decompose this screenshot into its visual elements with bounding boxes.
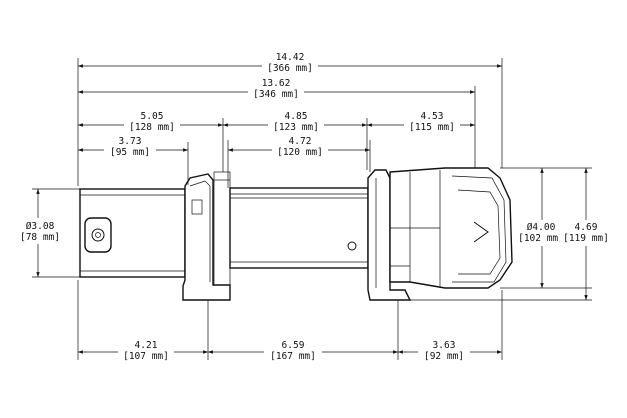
overall-length-mm: [366 mm] [267, 63, 313, 74]
motor-terminal [84, 217, 112, 253]
drum-section-inch: 4.85 [285, 111, 308, 122]
motor-end-length-mm: [346 mm] [253, 89, 299, 100]
motor-length-mm: [95 mm] [110, 147, 150, 158]
gearbox-section-mm: [115 mm] [409, 122, 455, 133]
left-flange [182, 173, 231, 301]
base-center-inch: 6.59 [282, 340, 305, 351]
drum-section-mm: [123 mm] [273, 122, 319, 133]
motor-diameter-inch: Ø3.08 [26, 221, 55, 232]
drum-length-inch: 4.72 [289, 136, 312, 147]
drum-length-mm: [120 mm] [277, 147, 323, 158]
overall-length-inch: 14.42 [276, 52, 305, 63]
base-right-mm: [92 mm] [424, 351, 464, 362]
gearbox-housing [389, 167, 513, 289]
drum-bolt-icon [347, 241, 357, 251]
gearbox-section-inch: 4.53 [421, 111, 444, 122]
base-center-mm: [167 mm] [270, 351, 316, 362]
clutch-lever [473, 221, 489, 243]
motor-diameter-mm: [78 mm] [20, 232, 60, 243]
motor-end-length-inch: 13.62 [262, 78, 291, 89]
left-drum-support [213, 171, 231, 286]
winch-outline [79, 167, 513, 301]
base-left-mm: [107 mm] [123, 351, 169, 362]
motor-to-drum-mm: [128 mm] [129, 122, 175, 133]
gearbox-diameter-mm: [102 mm] [518, 233, 564, 244]
right-flange [367, 169, 412, 301]
overall-height-mm: [119 mm] [563, 233, 609, 244]
motor-to-drum-inch: 5.05 [141, 111, 164, 122]
terminal-bolt-icon [91, 228, 105, 242]
cable-drum [229, 187, 369, 269]
base-left-inch: 4.21 [135, 340, 158, 351]
gearbox-diameter-inch: Ø4.00 [527, 222, 556, 233]
overall-height-inch: 4.69 [575, 222, 598, 233]
motor-length-inch: 3.73 [119, 136, 142, 147]
extension-lines [32, 58, 592, 360]
base-right-inch: 3.63 [433, 340, 456, 351]
dimension-labels: 14.42 [366 mm] 13.62 [346 mm] 5.05 [128 … [16, 50, 612, 364]
